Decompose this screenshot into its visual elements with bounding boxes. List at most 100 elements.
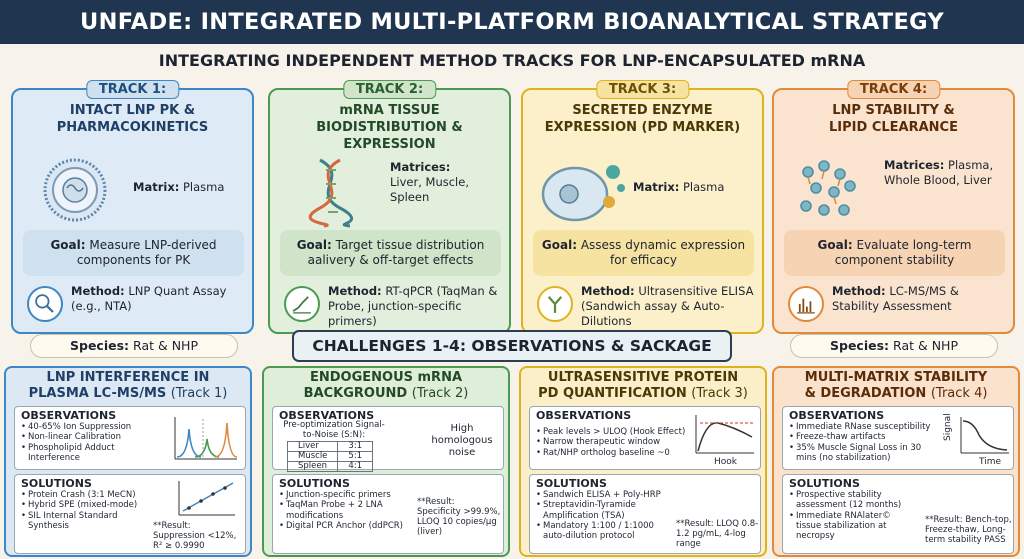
- page-subtitle: INTEGRATING INDEPENDENT METHOD TRACKS FO…: [158, 51, 866, 70]
- observations-label: OBSERVATIONS: [789, 409, 885, 422]
- track-1-heading-line1: INTACT LNP PK &: [69, 103, 196, 118]
- snr-tissue: Muscle: [286, 451, 339, 462]
- snr-tissue: Liver: [286, 441, 339, 452]
- track-2-heading-line1: mRNA TISSUE: [339, 103, 440, 118]
- challenge-2-observations: OBSERVATIONS Pre-optimization Signal-to-…: [272, 406, 504, 472]
- track-4-heading-line2: LIPID CLEARANCE: [829, 120, 958, 135]
- track-2-tab: TRACK 2:: [342, 80, 437, 99]
- track-2-matrix-label: Matrices:: [390, 160, 451, 174]
- decay-curve-icon: [960, 417, 1009, 454]
- track-2-heading-line2: BIODISTRIBUTION & EXPRESSION: [316, 120, 463, 152]
- track-3-method-text: Ultrasensitive ELISA (Sandwich assay & A…: [581, 284, 754, 328]
- track-4-heading-line1: LNP STABILITY &: [832, 103, 955, 118]
- observations-label: OBSERVATIONS: [536, 409, 632, 422]
- challenge-4-heading-line2: & DEGRADATION: [804, 386, 927, 401]
- observation-item: 35% Muscle Signal Loss in 30 mins (no st…: [789, 443, 939, 464]
- track-3-method-text-block: Method: Ultrasensitive ELISA (Sandwich a…: [581, 284, 757, 329]
- challenge-4-heading: MULTI-MATRIX STABILITY & DEGRADATION (Tr…: [774, 370, 1018, 402]
- challenge-1-heading-line1: LNP INTERFERENCE IN: [46, 370, 210, 385]
- track-3-goal-label: Goal:: [541, 238, 577, 252]
- snr-value: 4:1: [337, 461, 374, 472]
- track-1-matrix-value: Plasma: [183, 180, 225, 194]
- challenge-3-panel: ULTRASENSITIVE PROTEIN PD QUANTIFICATION…: [519, 366, 767, 557]
- track-2-method-label: Method:: [328, 284, 382, 298]
- challenge-2-track-ref: (Track 2): [411, 386, 469, 401]
- track-4-tab: TRACK 4:: [846, 80, 941, 99]
- challenge-4-solutions: SOLUTIONS Prospective stability assessme…: [782, 474, 1014, 554]
- track-1-matrix: Matrix: Plasma: [133, 180, 224, 195]
- solution-item: TaqMan Probe + 2 LNA modifications: [279, 500, 411, 521]
- species-left-value: Rat & NHP: [133, 338, 198, 353]
- observation-item: Non-linear Calibration: [21, 432, 161, 443]
- lipid-cluster-icon: [800, 160, 856, 216]
- challenge-4-heading-line1: MULTI-MATRIX STABILITY: [804, 370, 988, 385]
- challenge-2-heading: ENDOGENOUS mRNA BACKGROUND (Track 2): [264, 370, 508, 402]
- solution-item: Protein Crash (3:1 MeCN): [21, 490, 161, 501]
- challenge-3-result: **Result: LLOQ 0.8-1.2 pg/mL, 4-log rang…: [676, 519, 759, 549]
- track-1-heading-line2: PHARMACOKINETICS: [56, 120, 209, 135]
- pcr-curve-icon: [284, 286, 320, 322]
- solution-item: Digital PCR Anchor (ddPCR): [279, 521, 411, 532]
- challenge-4-track-ref: (Track 4): [930, 386, 988, 401]
- challenge-1-solutions: SOLUTIONS Protein Crash (3:1 MeCN) Hybri…: [14, 474, 246, 554]
- track-1-method-label: Method:: [71, 284, 125, 298]
- track-3-goal: Goal: Assess dynamic expression for effi…: [533, 230, 754, 276]
- track-1-method-text: LNP Quant Assay (e.g., NTA): [71, 284, 227, 313]
- challenge-2-heading-line2: BACKGROUND: [303, 386, 408, 401]
- track-3-method: Method: Ultrasensitive ELISA (Sandwich a…: [533, 284, 758, 330]
- snr-value: 5:1: [337, 451, 374, 462]
- challenge-2-panel: ENDOGENOUS mRNA BACKGROUND (Track 2) OBS…: [262, 366, 510, 557]
- track-4-method: Method: LC-MS/MS & Stability Assessment: [784, 284, 1009, 330]
- track-4-card: TRACK 4: LNP STABILITY & LIPID CLEARANCE…: [772, 80, 1015, 334]
- dna-helix-icon: [308, 158, 354, 228]
- solutions-label: SOLUTIONS: [789, 477, 860, 490]
- track-4-method-text-block: Method: LC-MS/MS & Stability Assessment: [832, 284, 1008, 314]
- hook-curve-icon: [695, 415, 754, 454]
- page-title: UNFADE: INTEGRATED MULTI-PLATFORM BIOANA…: [0, 0, 1024, 44]
- observation-item: Narrow therapeutic window: [536, 437, 686, 448]
- solution-item: Sandwich ELISA + Poly-HRP: [536, 490, 676, 501]
- track-3-tab: TRACK 3:: [595, 80, 690, 99]
- track-3-method-label: Method:: [581, 284, 635, 298]
- track-1-method-text-block: Method: LNP Quant Assay (e.g., NTA): [71, 284, 247, 314]
- track-4-matrix-label: Matrices:: [884, 158, 945, 172]
- chart-ylabel: Signal: [943, 413, 953, 441]
- track-4-method-text: LC-MS/MS & Stability Assessment: [832, 284, 959, 313]
- challenge-1-track-ref: (Track 1): [170, 386, 228, 401]
- track-2-card: TRACK 2: mRNA TISSUE BIODISTRIBUTION & E…: [268, 80, 511, 334]
- species-right: Species: Rat & NHP: [790, 334, 998, 358]
- observation-item: Phospholipid Adduct Interference: [21, 443, 161, 464]
- solution-item: Hybrid SPE (mixed-mode): [21, 500, 161, 511]
- solutions-label: SOLUTIONS: [21, 477, 92, 490]
- track-2-matrix: Matrices: Liver, Muscle, Spleen: [390, 160, 498, 205]
- mass-spectrum-icon: [788, 286, 824, 322]
- track-2-method: Method: RT-qPCR (TaqMan & Probe, junctio…: [280, 284, 505, 330]
- challenge-1-panel: LNP INTERFERENCE IN PLASMA LC-MS/MS (Tra…: [4, 366, 252, 557]
- antibody-icon: [537, 286, 573, 322]
- track-4-method-label: Method:: [832, 284, 886, 298]
- track-4-matrix-value: Plasma, Whole Blood, Liver: [884, 158, 994, 187]
- observation-item: Freeze-thaw artifacts: [789, 432, 939, 443]
- snr-title: Pre-optimization Signal-to-Noise (S:N):: [283, 420, 385, 440]
- track-3-matrix-label: Matrix:: [633, 180, 680, 194]
- challenge-1-result: **Result: Suppression <12%, R² ≥ 0.9990: [153, 521, 237, 551]
- challenge-4-observations: OBSERVATIONS Immediate RNase susceptibil…: [782, 406, 1014, 470]
- track-1-goal-label: Goal:: [50, 238, 86, 252]
- solutions-label: SOLUTIONS: [279, 477, 350, 490]
- lnp-particle-icon: [43, 158, 107, 222]
- challenge-3-heading-line1: ULTRASENSITIVE PROTEIN: [547, 370, 739, 385]
- observations-label: OBSERVATIONS: [21, 409, 117, 422]
- solution-item: Immediate RNAlater© tissue stabilization…: [789, 511, 917, 542]
- track-4-matrix: Matrices: Plasma, Whole Blood, Liver: [884, 158, 1008, 188]
- chromatogram-icon: [174, 417, 238, 460]
- track-3-heading-line1: SECRETED ENZYME: [572, 103, 713, 118]
- observation-item: 40-65% Ion Suppression: [21, 422, 161, 433]
- challenge-3-track-ref: (Track 3): [691, 386, 748, 401]
- snr-value: 3:1: [337, 441, 374, 452]
- hook-label: Hook: [714, 457, 737, 467]
- noise-note: High homologous noise: [431, 423, 493, 458]
- track-2-method-text: RT-qPCR (TaqMan & Probe, junction-specif…: [328, 284, 498, 328]
